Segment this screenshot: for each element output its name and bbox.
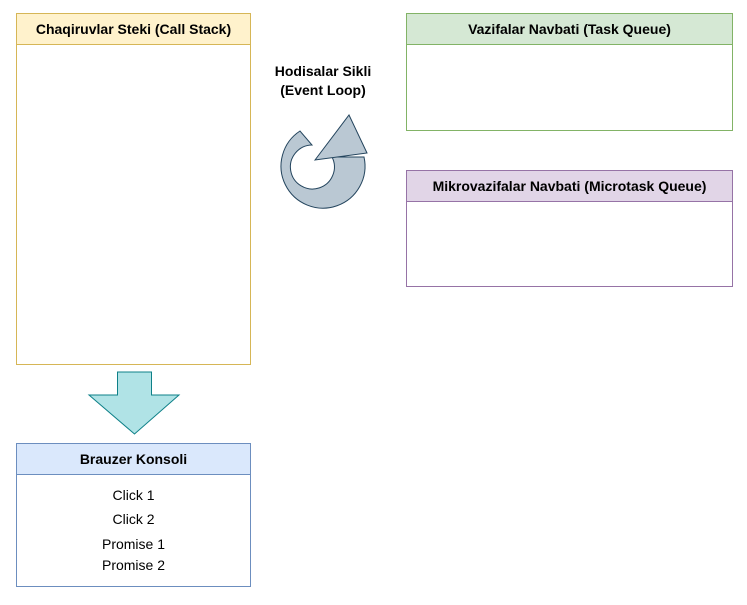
browser-console-title: Brauzer Konsoli — [17, 444, 250, 475]
console-line-click-1: Click 1 — [112, 487, 155, 503]
call-stack-title: Chaqiruvlar Steki (Call Stack) — [17, 14, 250, 45]
console-line-promise-1: Promise 1 — [101, 536, 166, 552]
event-loop-ring — [280, 130, 366, 209]
down-arrow-shape — [87, 371, 181, 435]
call-stack-box: Chaqiruvlar Steki (Call Stack) — [16, 13, 251, 365]
event-loop-title-line1: Hodisalar Sikli — [274, 63, 372, 79]
microtask-queue-box: Mikrovazifalar Navbati (Microtask Queue) — [406, 170, 733, 287]
console-line-promise-2: Promise 2 — [101, 557, 166, 573]
task-queue-box: Vazifalar Navbati (Task Queue) — [406, 13, 733, 131]
down-arrow-icon — [87, 371, 181, 435]
task-queue-title: Vazifalar Navbati (Task Queue) — [407, 14, 732, 45]
event-loop-title-line2: (Event Loop) — [280, 82, 366, 98]
event-loop-arrowhead — [313, 114, 368, 161]
console-line-click-2: Click 2 — [112, 511, 155, 527]
browser-console-box: Brauzer Konsoli Click 1 Click 2 Promise … — [16, 443, 251, 587]
microtask-queue-title: Mikrovazifalar Navbati (Microtask Queue) — [407, 171, 732, 202]
circular-arrow-icon — [280, 114, 368, 209]
event-loop-label: Hodisalar Sikli (Event Loop) — [258, 62, 388, 100]
